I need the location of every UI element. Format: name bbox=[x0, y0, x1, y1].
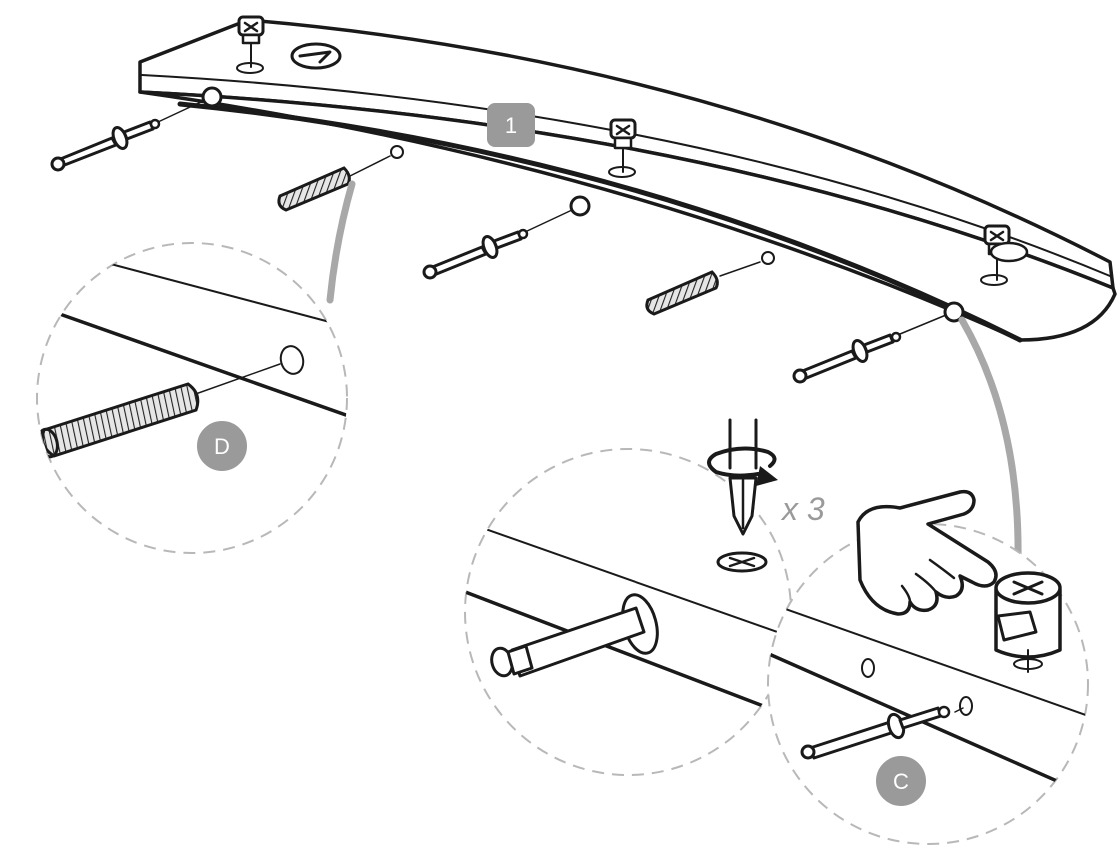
callout-c-badge bbox=[872, 752, 930, 810]
screwdriver-icon bbox=[716, 418, 768, 573]
pointing-hand-icon bbox=[856, 489, 998, 616]
cam-lock-icon bbox=[994, 571, 1062, 673]
multiplier-label: x 3 bbox=[780, 491, 825, 527]
panel-hole bbox=[569, 195, 591, 217]
wooden-dowel-icon bbox=[645, 261, 761, 316]
panel-hole bbox=[943, 301, 965, 323]
cam-recess bbox=[290, 42, 342, 70]
zoom-connector bbox=[326, 180, 356, 304]
cam-bolt-icon bbox=[792, 314, 947, 384]
cam-bolt-icon bbox=[422, 209, 573, 280]
cam-lock-icon bbox=[237, 15, 265, 68]
callout-d-label: D bbox=[214, 434, 230, 459]
bolt-zoom-detail bbox=[464, 448, 792, 776]
zoom-connector bbox=[958, 316, 1022, 564]
rotate-arrow-icon bbox=[707, 446, 778, 486]
cam-lock-icon bbox=[609, 118, 637, 173]
panel-hole bbox=[201, 86, 223, 108]
wooden-dowel-icon bbox=[277, 155, 391, 212]
step-badge: 1 bbox=[487, 103, 535, 147]
cam-bolt-icon bbox=[50, 100, 204, 172]
panel-hole bbox=[390, 145, 404, 159]
dowel-zoom-detail: D bbox=[36, 242, 348, 554]
step-number: 1 bbox=[505, 113, 517, 138]
callout-d-badge bbox=[193, 417, 251, 475]
panel-holes bbox=[201, 86, 965, 323]
callout-c-label: C bbox=[893, 769, 909, 794]
cam-lock-icon bbox=[983, 224, 1029, 281]
wooden-panel bbox=[138, 18, 1117, 343]
panel-hole bbox=[761, 251, 775, 265]
